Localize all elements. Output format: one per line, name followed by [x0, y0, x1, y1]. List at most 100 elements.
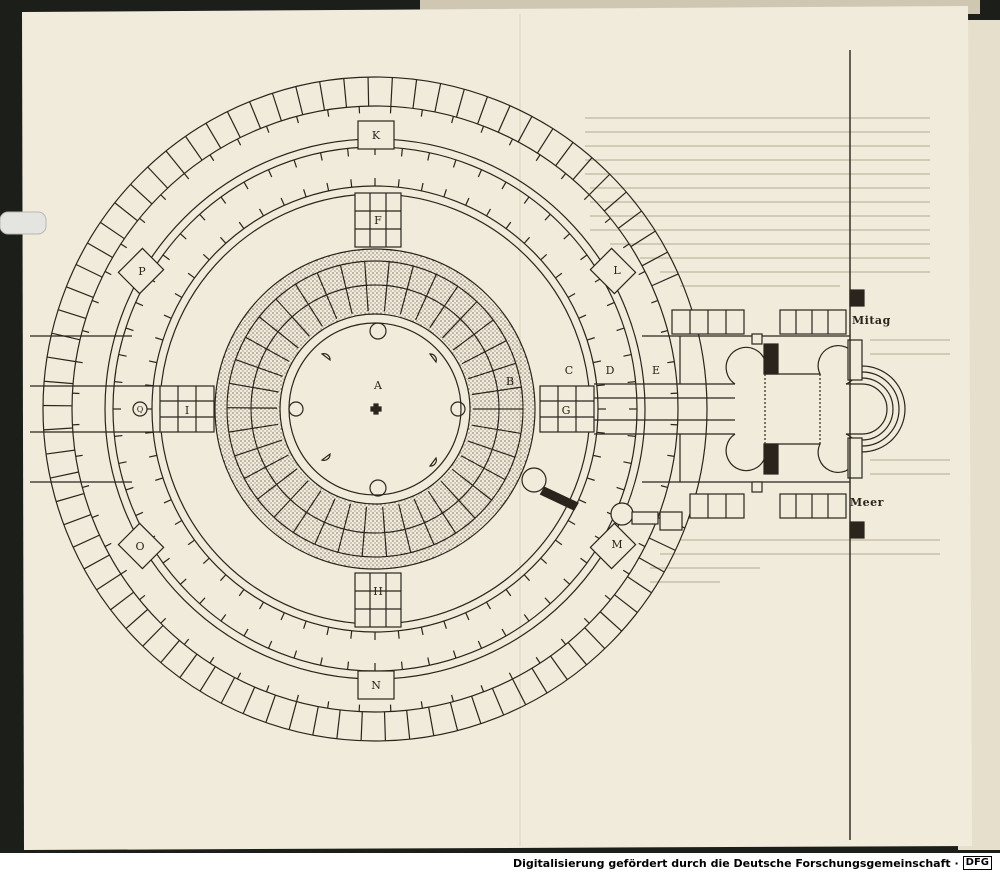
- buttress-tick: [567, 519, 576, 526]
- outer-cell-divider: [242, 686, 256, 714]
- outer-cell-divider: [185, 136, 203, 161]
- buttress-tick: [638, 270, 646, 276]
- buttress-tick: [135, 301, 144, 307]
- outer-cell-divider: [390, 77, 393, 107]
- buttress-tick: [202, 557, 210, 565]
- buttress-tick: [508, 672, 514, 680]
- outer-cell-divider: [603, 191, 627, 212]
- vault-wall: [451, 468, 492, 501]
- vault-wall: [258, 316, 299, 349]
- outer-cell-divider: [295, 86, 304, 115]
- label-d: D: [606, 364, 615, 377]
- buttress-tick: [667, 361, 675, 364]
- buttress-tick: [118, 461, 127, 465]
- buttress-tick: [82, 485, 90, 489]
- buttress-tick: [114, 434, 123, 437]
- bleed-through-text: [585, 117, 950, 583]
- outer-cell-divider: [288, 701, 298, 730]
- outer-cell-divider: [312, 706, 319, 736]
- outer-cell-divider: [43, 427, 73, 431]
- outer-cell-divider: [110, 591, 135, 611]
- outer-cell-divider: [455, 89, 465, 118]
- vault-wall: [294, 283, 323, 327]
- buttress-tick: [174, 519, 183, 526]
- arena-niche-se: [428, 456, 437, 467]
- buttress-tick: [327, 109, 330, 117]
- buttress-tick: [586, 477, 595, 481]
- buttress-tick: [485, 601, 492, 610]
- outer-cell-divider: [96, 573, 122, 591]
- buttress-tick: [596, 384, 605, 387]
- buttress-tick: [501, 181, 507, 190]
- buttress-tick: [535, 656, 541, 664]
- vault-wall: [382, 506, 388, 557]
- outer-cell-row: [43, 77, 686, 741]
- buttress-tick: [104, 542, 112, 548]
- outer-cell-divider: [147, 166, 169, 189]
- buttress-tick: [540, 253, 548, 261]
- buttress-tick: [420, 182, 424, 191]
- vault-wall: [413, 498, 435, 545]
- label-f: F: [374, 214, 382, 227]
- buttress-tick: [627, 381, 636, 384]
- buttress-tick: [420, 627, 424, 636]
- box-p: [117, 247, 165, 295]
- buttress-tick: [179, 578, 187, 585]
- buttress-tick: [162, 557, 170, 564]
- marker-q: [132, 401, 148, 417]
- buttress-ticks: [72, 106, 678, 712]
- vault-wall: [337, 503, 352, 553]
- buttress-tick: [501, 628, 507, 637]
- label-k: K: [372, 129, 381, 142]
- outer-cell-divider: [428, 707, 435, 736]
- vault-wall: [275, 298, 310, 337]
- buttress-tick: [243, 181, 249, 190]
- buttress-tick: [400, 148, 403, 157]
- buttress-tick: [465, 612, 470, 621]
- outer-cell-divider: [179, 653, 198, 678]
- buttress-tick: [139, 594, 146, 601]
- vault-ring-inner-edge: [226, 260, 524, 558]
- outer-cell-divider: [491, 688, 505, 716]
- outer-cell-divider: [265, 694, 276, 723]
- arena-pillar-south: [369, 479, 387, 497]
- buttress-tick: [258, 208, 265, 217]
- buttress-tick: [578, 314, 587, 319]
- outer-cell-divider: [58, 309, 87, 319]
- outer-cell-divider: [56, 492, 85, 503]
- buttress-tick: [563, 578, 571, 585]
- outer-cell-divider: [567, 642, 588, 666]
- buttress-tick: [179, 233, 187, 240]
- buttress-tick: [91, 514, 99, 519]
- buttress-tick: [508, 138, 514, 146]
- outer-cell-divider: [83, 554, 110, 570]
- buttress-tick: [622, 569, 630, 575]
- tower-m-annex: [631, 511, 659, 525]
- vault-wall: [245, 336, 290, 363]
- box-m: [589, 522, 637, 570]
- outer-ring-inner: [71, 105, 679, 713]
- tower-m: [610, 502, 634, 526]
- buttress-tick: [350, 630, 353, 639]
- buttress-tick: [480, 685, 485, 693]
- vault-wall: [244, 454, 289, 480]
- buttress-tick: [667, 454, 675, 457]
- outer-cell-divider: [249, 101, 262, 129]
- vault-wall: [314, 498, 336, 545]
- vault-wall: [361, 506, 368, 557]
- east-corridor: [594, 50, 906, 840]
- west-corridor: [30, 335, 160, 483]
- buttress-tick: [220, 614, 227, 622]
- vault-wall: [273, 480, 309, 518]
- vault-wall: [471, 386, 522, 396]
- vault-wall: [235, 359, 283, 377]
- vault-wall: [383, 261, 390, 312]
- vault-wall: [440, 480, 476, 519]
- outer-cell-divider: [531, 667, 548, 694]
- buttress-tick: [120, 569, 128, 575]
- box-l: [589, 247, 637, 295]
- label-q: Q: [137, 405, 144, 414]
- center-cross: [370, 403, 382, 415]
- buttress-tick: [523, 614, 530, 622]
- arena-niche-nw: [320, 353, 331, 362]
